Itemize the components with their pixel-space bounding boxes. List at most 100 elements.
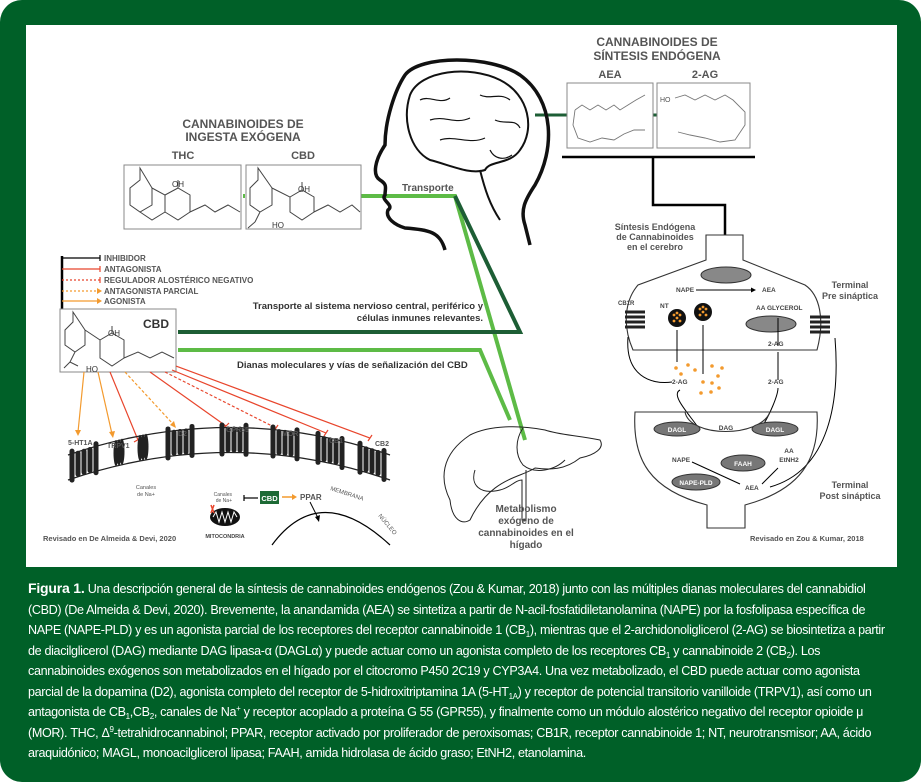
transport-cns-line2: células inmunes relevantes. (357, 313, 483, 324)
receptor-label-gpr55: GPR55 (226, 427, 249, 434)
post-terminal-label-2: Post sináptica (819, 491, 881, 501)
nt-molecule (704, 313, 708, 317)
receptor-helix (171, 429, 177, 456)
membrane-line-bottom (67, 451, 391, 481)
cbd-label-top: CBD (291, 150, 315, 162)
nape-post-label: NAPE (672, 457, 691, 464)
aa-label: AA (784, 448, 794, 455)
aea-pre-label: AEA (762, 287, 776, 294)
receptor-label-trpv1: TRPV1 (107, 443, 130, 450)
receptor-helix (357, 440, 363, 475)
thc-oh: OH (172, 180, 184, 189)
legend-item-partial-agonist: ANTAGONISTA PARCIAL (62, 287, 198, 296)
receptor-helix (81, 448, 87, 475)
nt-molecule (672, 313, 676, 317)
receptor-helix (327, 437, 333, 464)
receptor-label-d2: D2 (178, 431, 187, 438)
nt-molecule (674, 366, 678, 370)
cbd-structure-box (245, 164, 362, 230)
na-channels-inhibit-label-2: de Na+ (216, 498, 232, 504)
caption-sub: 1 (125, 712, 130, 721)
nt-molecule (710, 381, 714, 385)
receptor-helix (276, 429, 282, 456)
receptor-helix (363, 446, 369, 473)
receptor-helix (369, 448, 375, 475)
transport-cns-line1: Transporte al sistema nervioso central, … (253, 301, 484, 312)
dag-label: DAG (719, 425, 733, 432)
arrow-cb1 (171, 369, 327, 434)
receptor-helix (333, 438, 339, 465)
caption-text: ) y receptor de potencial transitorio va… (28, 684, 872, 720)
synapse-title-2: de Cannabinoides (616, 232, 694, 242)
receptor-helix (183, 428, 189, 455)
receptor-helix (294, 427, 300, 462)
nt-molecule (709, 390, 713, 394)
receptor-helix (339, 436, 345, 471)
nape-pld (671, 473, 721, 491)
source-left: Revisado en De Almeida & Devi, 2020 (43, 534, 176, 543)
receptor-helix (143, 433, 149, 460)
receptor-helix (93, 441, 99, 476)
nt-molecule (686, 363, 690, 367)
receptor-helix (219, 422, 225, 457)
synapse-arrows (627, 318, 837, 488)
caption-sub: 1 (665, 650, 671, 660)
two-ag-ho: HO (660, 97, 671, 104)
cb1r-receptor-right-icon (810, 315, 830, 334)
nt-molecule (720, 366, 724, 370)
receptor-label-mor: MOR (282, 431, 298, 438)
exogenous-title-line2: INGESTA EXÓGENA (185, 129, 301, 144)
nt-molecule (717, 386, 721, 390)
transport-line-targets (178, 348, 512, 421)
nt-release-dots (674, 363, 724, 395)
pre-terminal-label-1: Terminal (832, 280, 869, 290)
cbd-badge-label: CBD (261, 494, 278, 503)
liver-label-4: hígado (510, 540, 543, 551)
nape-pld-label: NAPE-PLD (679, 480, 713, 487)
liver-label-1: Metabolismo (495, 504, 556, 515)
receptor-helix (282, 429, 288, 456)
transport-label: Transporte (402, 183, 454, 194)
na-channels-label-1: Canales (136, 485, 156, 491)
nt-molecule (699, 391, 703, 395)
arrow-mor (164, 371, 277, 429)
nt-molecule (675, 316, 679, 320)
receptor-label-5ht1a: 5-HT1A (68, 440, 93, 447)
legend-label: INHIBIDOR (104, 254, 146, 263)
nape-pre-label: NAPE (676, 287, 695, 294)
figure-caption: Figura 1. Una descripción general de la … (28, 578, 894, 764)
nt-molecule (678, 319, 682, 323)
brain-icon (405, 70, 530, 173)
postsynaptic-terminal (634, 411, 818, 529)
two-ag-cleft-left-label: 2-AG (672, 379, 688, 386)
receptor-helix (288, 430, 294, 457)
aa-glycerol-label: AA GLYCEROL (756, 305, 802, 312)
caption-sub: 2 (786, 650, 791, 660)
two-ag-molecule-icon (674, 94, 746, 143)
membrane (67, 422, 391, 483)
cbd-main-ho: HO (86, 365, 98, 374)
liver-icon (443, 426, 602, 523)
receptor-helix (321, 436, 327, 463)
dagl-left (653, 421, 701, 437)
nt-molecule (698, 307, 702, 311)
nt-molecule (693, 368, 697, 372)
legend-item-antagonist: ANTAGONISTA (62, 265, 162, 274)
post-terminal-label-1: Terminal (832, 480, 869, 490)
source-right: Revisado en Zou & Kumar, 2018 (750, 534, 864, 543)
aea-structure-box (566, 82, 654, 149)
mitochondria-label: MITOCONDRIA (205, 534, 244, 540)
cb1r-receptor-left-icon (625, 310, 645, 329)
receptor-helix (189, 423, 195, 458)
caption-sub: 2 (149, 712, 154, 721)
caption-label: Figura 1. (28, 580, 85, 596)
cb1r-label: CB1R (618, 301, 635, 307)
nt-molecule (716, 374, 720, 378)
receptor-helix (270, 424, 276, 459)
legend: INHIBIDOR ANTAGONISTA REGULADOR ALOSTÉRI… (60, 254, 253, 310)
aea-label: AEA (598, 69, 621, 81)
nt-molecule (678, 313, 682, 317)
faah (720, 454, 766, 472)
dagl-right (751, 421, 799, 437)
receptor-helix (69, 448, 75, 483)
